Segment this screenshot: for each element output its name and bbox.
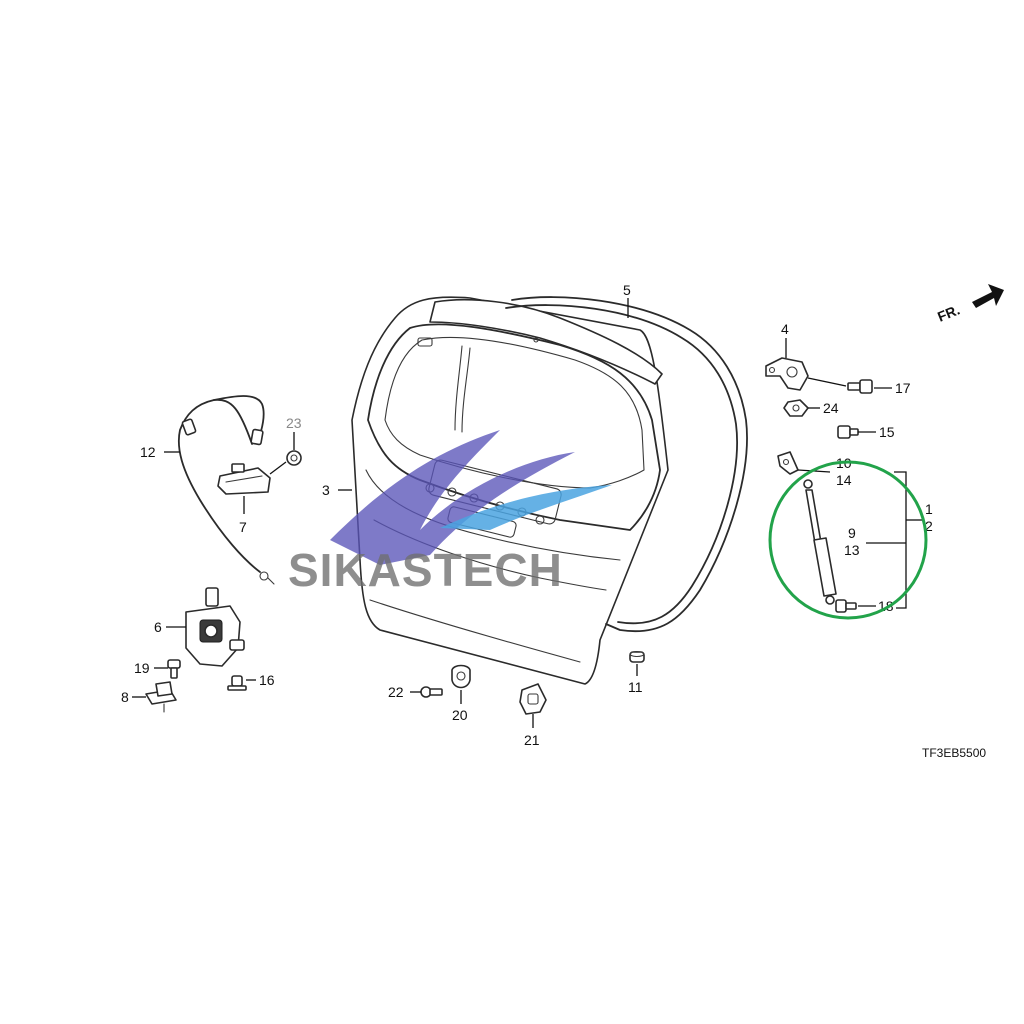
callout-4: 4 xyxy=(781,321,789,337)
callout-14: 14 xyxy=(836,472,852,488)
bolt-16 xyxy=(227,675,247,691)
watermark-logo: SIKASTECH xyxy=(288,430,612,596)
bumper-11 xyxy=(629,650,645,663)
bolt-15 xyxy=(837,425,859,439)
watermark-swoosh-blue xyxy=(440,485,612,530)
callout-13: 13 xyxy=(844,542,860,558)
callout-3: 3 xyxy=(322,482,330,498)
highlight-circle xyxy=(768,460,928,620)
screw-22 xyxy=(420,686,443,698)
callout-11: 11 xyxy=(628,679,643,695)
striker-8 xyxy=(145,681,177,713)
callout-19: 19 xyxy=(134,660,150,676)
release-cable xyxy=(177,395,275,585)
nut-24 xyxy=(783,399,809,417)
direction-label: FR. xyxy=(935,301,962,324)
callout-22: 22 xyxy=(388,684,404,700)
leader-17a xyxy=(807,377,847,387)
leader-23b xyxy=(269,461,287,475)
callout-16: 16 xyxy=(259,672,275,688)
callout-20: 20 xyxy=(452,707,468,723)
diagram-code: TF3EB5500 xyxy=(922,746,986,760)
callout-5: 5 xyxy=(623,282,631,298)
callout-12: 12 xyxy=(140,444,156,460)
watermark-text: SIKASTECH xyxy=(288,544,563,596)
callout-9: 9 xyxy=(848,525,856,541)
bolt-17 xyxy=(847,379,873,394)
front-arrow-icon xyxy=(972,284,1004,308)
callout-2: 2 xyxy=(925,518,933,534)
callout-7: 7 xyxy=(239,519,247,535)
bolt-19 xyxy=(167,659,181,679)
callout-21: 21 xyxy=(524,732,540,748)
bracket-1-2 xyxy=(894,471,907,609)
watermark-swoosh-purple xyxy=(330,430,575,565)
clip-21 xyxy=(519,683,547,715)
callout-17: 17 xyxy=(895,380,911,396)
tailgate-latch xyxy=(185,587,245,667)
tailgate-handle xyxy=(217,463,271,495)
callout-1: 1 xyxy=(925,501,933,517)
clip-20 xyxy=(451,664,471,689)
grommet-23 xyxy=(286,450,302,466)
front-direction-indicator: FR. xyxy=(935,284,1004,325)
callout-8: 8 xyxy=(121,689,129,705)
strut-bracket xyxy=(777,451,799,475)
callout-6: 6 xyxy=(154,619,162,635)
callout-15: 15 xyxy=(879,424,895,440)
weatherstrip xyxy=(505,296,748,633)
callout-24: 24 xyxy=(823,400,839,416)
bolt-18 xyxy=(835,599,857,613)
hinge-assembly xyxy=(765,357,809,391)
tailgate-gas-strut xyxy=(803,479,837,605)
callout-23: 23 xyxy=(286,415,302,431)
